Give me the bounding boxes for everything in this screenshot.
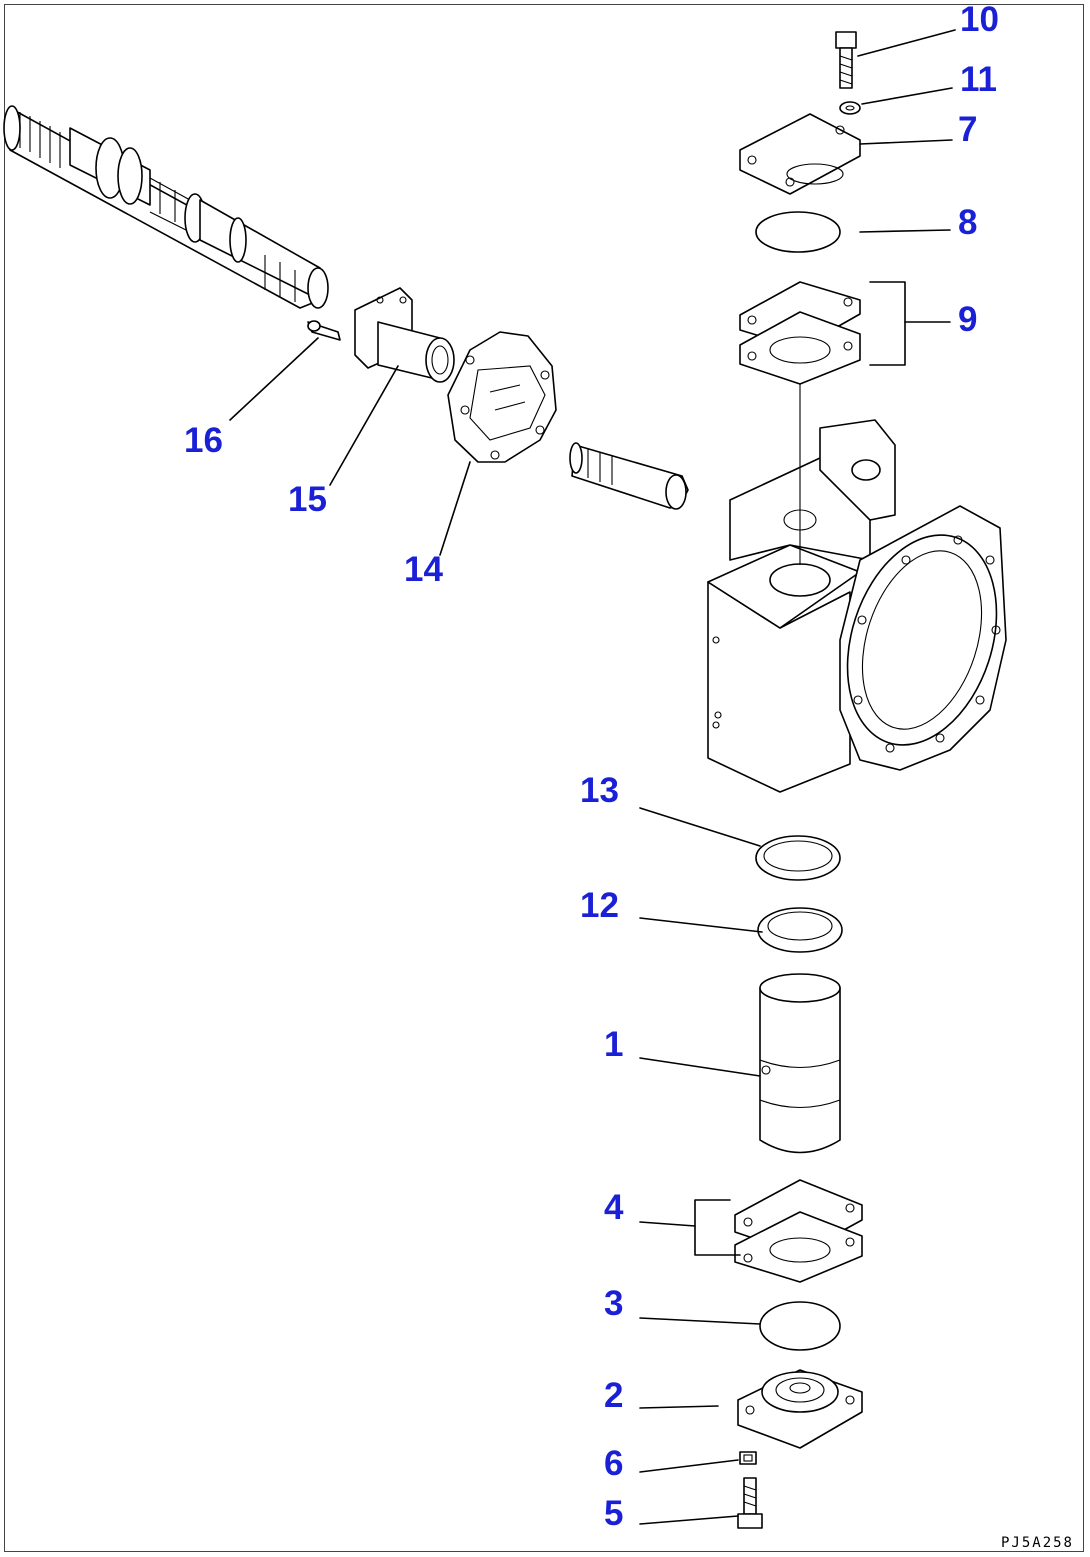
shims-9 [739, 281, 906, 385]
drawing-code: PJ5A258 [1000, 1535, 1074, 1551]
bottom-cover-2 [737, 1369, 863, 1449]
shims-4 [694, 1179, 863, 1283]
flange-plate-14 [447, 331, 557, 463]
callout-8: 8 [958, 203, 978, 242]
callout-2: 2 [604, 1376, 624, 1415]
callout-7: 7 [958, 110, 978, 149]
leader-lines [229, 29, 956, 1525]
washer-6 [739, 1451, 757, 1465]
callout-3: 3 [604, 1284, 624, 1323]
callout-6: 6 [604, 1444, 624, 1483]
callout-13: 13 [580, 771, 619, 810]
callout-11: 11 [960, 60, 997, 99]
callout-1: 1 [604, 1025, 624, 1064]
washer-11 [839, 101, 861, 115]
seal-ring-13 [755, 835, 841, 881]
bolt-5 [737, 1477, 763, 1529]
callout-10: 10 [960, 0, 999, 39]
callout-15: 15 [288, 480, 327, 519]
short-shaft [569, 442, 689, 510]
callout-16: 16 [184, 421, 223, 460]
pin-16 [307, 320, 341, 341]
callout-4: 4 [604, 1188, 624, 1227]
long-shaft [3, 105, 329, 309]
bushing-ring-12 [757, 907, 843, 953]
bearing-housing-15 [354, 287, 455, 383]
callout-5: 5 [604, 1494, 624, 1533]
callout-14: 14 [404, 550, 443, 589]
callout-12: 12 [580, 886, 619, 925]
king-pin-1 [759, 973, 841, 1154]
callout-9: 9 [958, 300, 978, 339]
drawing-frame [4, 4, 1084, 1552]
main-housing [707, 419, 1007, 793]
o-ring-8 [755, 211, 841, 253]
bolt-10 [835, 31, 857, 89]
o-ring-3 [759, 1301, 841, 1351]
cover-7 [739, 113, 861, 195]
